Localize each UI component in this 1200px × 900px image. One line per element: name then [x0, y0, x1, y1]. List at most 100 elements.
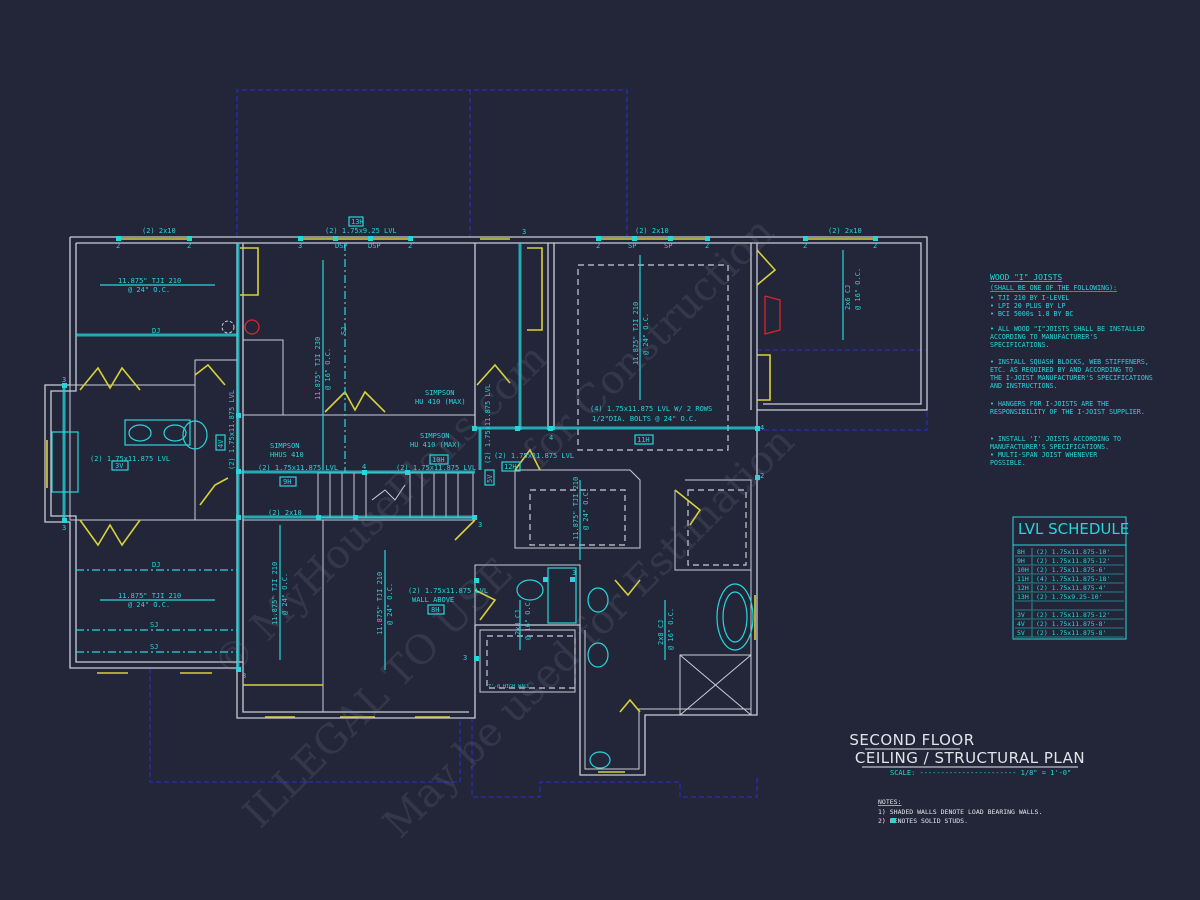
sink-icon [128, 424, 152, 442]
note-line: ETC. AS REQUIRED BY AND ACCORDING TO [990, 366, 1133, 374]
joist-type-label: SJ [150, 643, 158, 651]
hanger-label: HU 410 (MAX) [410, 441, 461, 449]
stud-count: 2 [116, 242, 120, 250]
watermark: © MyHousePlans.com ILLEGAL TO USE for Co… [205, 209, 804, 848]
stud-count: 3 [463, 654, 467, 662]
schedule-spec: (4) 1.75x11.875-18' [1036, 575, 1110, 583]
beam-label: 1/2"DIA. BOLTS @ 24" O.C. [592, 415, 697, 423]
beam-label: (2) 1.75x11.875 LVL [258, 464, 338, 472]
lvl-tag: 3V [115, 462, 124, 470]
lvl-schedule-table: LVL SCHEDULE 8H(2) 1.75x11.875-10'9H(2) … [1012, 516, 1129, 640]
schedule-row: 4V (2) 1.75x11.875-8' [1015, 620, 1124, 629]
joist-label: 2x8 CJ [514, 610, 522, 635]
stud-count: 2 [705, 242, 709, 250]
note-line: AND INSTRUCTIONS. [990, 382, 1058, 390]
sink-icon [587, 587, 609, 613]
joist-type-label: SJ [340, 327, 348, 335]
schedule-spec: (2) 1.75x11.875-6' [1036, 566, 1106, 574]
schedule-row: 8H(2) 1.75x11.875-10' [1015, 548, 1124, 557]
beam-label: WALL ABOVE [412, 596, 454, 604]
stud-count: 3 [62, 524, 66, 532]
bathtub-icon [716, 583, 754, 651]
note-line: POSSIBLE. [990, 459, 1026, 467]
shower [679, 654, 752, 716]
joist-label: 11.875" TJI 210 [271, 562, 279, 625]
lvl-tag: 5V [486, 474, 494, 483]
schedule-row [1015, 602, 1124, 611]
stud-count: 3 [298, 242, 302, 250]
joist-label: 11.875" TJI 230 [314, 337, 322, 400]
schedule-mark: 10H [1017, 566, 1029, 574]
post-label: DSP [368, 242, 381, 250]
schedule-mark: 3V [1017, 611, 1025, 619]
joist-spacing: @ 16" O.C. [667, 608, 675, 650]
joist-label: 11.875" TJI 210 [632, 302, 640, 365]
walls [44, 236, 928, 776]
joist-label: 11.875" TJI 210 [118, 277, 181, 285]
joist-type-label: DJ [152, 561, 160, 569]
joist-label: 11.875" TJI 210 [118, 592, 181, 600]
schedule-row: 3V (2) 1.75x11.875-12' [1015, 611, 1124, 620]
schedule-spec: (2) 1.75x11.875-8' [1036, 629, 1106, 637]
windows-doors [46, 238, 875, 773]
note-line: • LPI 20 PLUS BY LP [990, 302, 1065, 310]
wall-note: 7'-0 HIGH WALL [488, 684, 530, 690]
schedule-mark: 4V [1017, 620, 1025, 628]
note-line: SPECIFICATIONS. [990, 341, 1050, 349]
post-label: DSP [335, 242, 348, 250]
stud-count: 3 [242, 672, 246, 680]
lvl-tag: 12H [504, 463, 517, 471]
beam-label: (2) 1.75x11.875 LVL [494, 452, 574, 460]
stud-count: 3 [522, 228, 526, 236]
bathtub-icon [547, 567, 577, 624]
note-line: • BCI 5000s 1.8 BY BC [990, 310, 1073, 318]
beam-label: (2) 1.75x11.875 LVL [484, 384, 492, 464]
notes-heading: NOTES: [878, 798, 901, 806]
toilet-icon [182, 420, 208, 450]
joist-spacing: @ 16" O.C. [854, 268, 862, 310]
fireplace-icon [764, 295, 781, 335]
stud-count: 3 [572, 569, 576, 577]
stud-count: 2 [408, 242, 412, 250]
note-line: • ALL WOOD "I"JOISTS SHALL BE INSTALLED [990, 325, 1145, 333]
lvl-tag: 9H [283, 478, 291, 486]
schedule-mark: 8H [1017, 548, 1025, 556]
schedule-spec: (2) 1.75x11.875-8' [1036, 620, 1106, 628]
post-label: SP [664, 242, 672, 250]
lvl-tag: 13H [351, 218, 364, 226]
header-label: (2) 2x10 [268, 509, 302, 517]
note-line: MANUFACTURER'S SPECIFICATIONS. [990, 443, 1109, 451]
drawing-subtitle: CEILING / STRUCTURAL PLAN [855, 749, 1085, 767]
note-line: THE I-JOIST MANUFACTURER'S SPECIFICATION… [990, 374, 1153, 382]
joist-spacing: @ 16" O.C. [324, 348, 332, 390]
joist-spacing: @ 24" O.C. [128, 601, 170, 609]
note-line: • MULTI-SPAN JOIST WHENEVER [990, 451, 1097, 459]
joist-spacing: @ 24" O.C. [386, 583, 394, 625]
drawing-title: SECOND FLOOR [849, 731, 974, 749]
schedule-row: 13H(2) 1.75x9.25-10' [1015, 593, 1124, 602]
header-label: (2) 2x10 [828, 227, 862, 235]
beam-label: (2) 1.75x11.875 LVL [228, 390, 236, 470]
joist-label: 11.875" TJI 210 [376, 572, 384, 635]
stud-count: 2 [187, 242, 191, 250]
schedule-row: 10H (2) 1.75x11.875-6' [1015, 566, 1124, 575]
beam-label: (2) 1.75x11.875 LVL [90, 455, 170, 463]
post-label: SP [628, 242, 636, 250]
joist-spacing: @ 24" O.C. [642, 313, 650, 355]
stud-count: 3 [62, 376, 66, 384]
structural-members [62, 236, 878, 672]
hanger-label: HHUS 410 [270, 451, 304, 459]
note-line: 2) DENOTES SOLID STUDS. [878, 817, 968, 825]
note-line: ACCORDING TO MANUFACTURER'S [990, 333, 1097, 341]
joist-label: 11.875" TJI 210 [572, 477, 580, 540]
header-label: (2) 2x10 [635, 227, 669, 235]
schedule-mark: 9H [1017, 557, 1025, 565]
schedule-spec: (2) 1.75x11.875-4' [1036, 584, 1106, 592]
schedule-spec: (2) 1.75x11.875-12' [1036, 611, 1110, 619]
joist-label: 2x8 CJ [657, 620, 665, 645]
beam-label: (2) 1.75x11.875 LVL [408, 587, 488, 595]
water-heater-icon [244, 319, 260, 335]
toilet-icon [589, 751, 611, 769]
stud-count: 2 [760, 472, 764, 480]
